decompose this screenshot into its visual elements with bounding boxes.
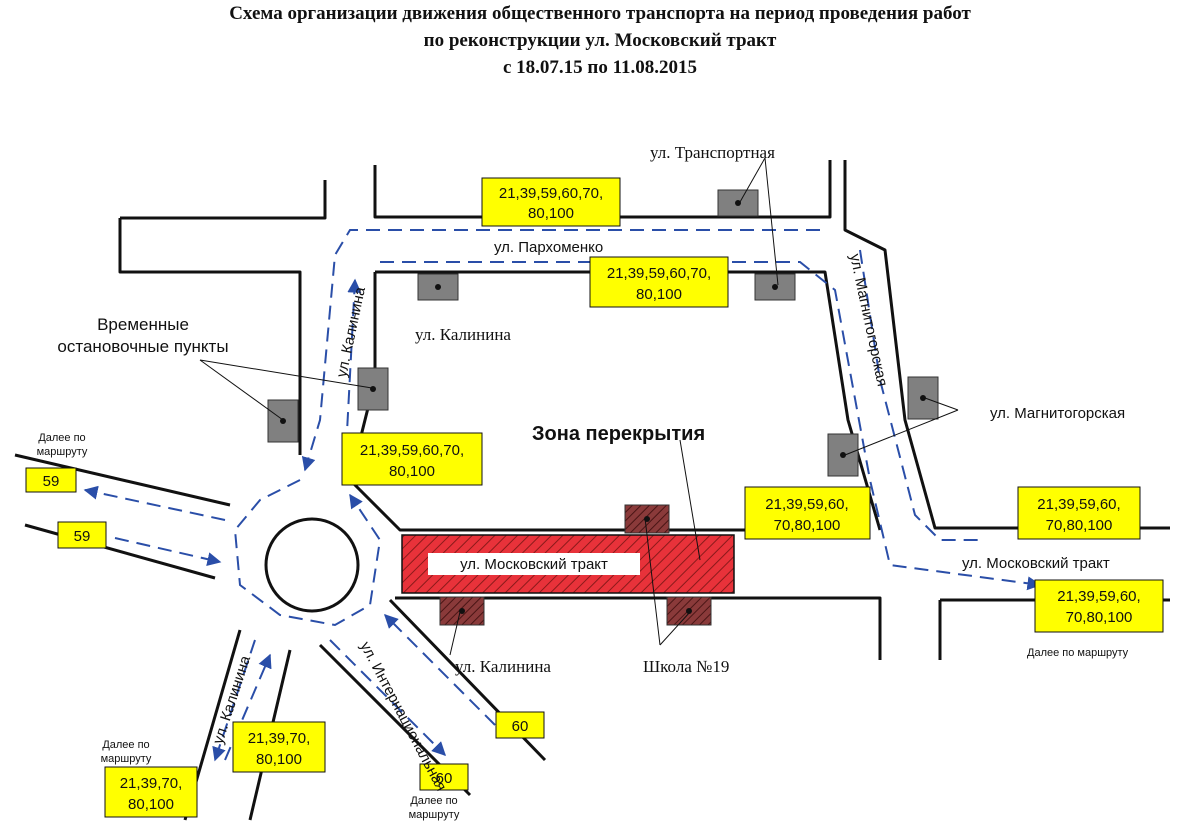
route-arrow-path: [114, 537, 222, 567]
page-title: Схема организации движения общественного…: [0, 0, 1200, 81]
bus-stop-closed[interactable]: [439, 596, 485, 626]
bus-stops: [267, 189, 939, 626]
bus-stop[interactable]: [827, 433, 859, 477]
further-route-west-2: маршруту: [37, 446, 88, 458]
route-box: 21,39,59,60, 70,80,100: [1034, 579, 1164, 633]
route-box: 59: [57, 521, 107, 549]
svg-text:60: 60: [436, 770, 453, 787]
svg-text:80,100: 80,100: [389, 463, 435, 480]
temporary-stops-label-1: Временные: [97, 315, 189, 334]
bus-stop[interactable]: [417, 273, 459, 301]
street-label-moskovsky-east: ул. Московский тракт: [962, 555, 1110, 572]
bus-stop[interactable]: [717, 189, 759, 217]
svg-text:70,80,100: 70,80,100: [774, 517, 841, 534]
route-box: 21,39,70, 80,100: [232, 721, 326, 773]
further-route-west-1: Далее по: [38, 432, 85, 444]
title-line-3: с 18.07.15 по 11.08.2015: [502, 57, 698, 78]
street-label-kalinina-bottom: ул. Калинина: [455, 657, 551, 676]
further-route-south-1: Далее по: [410, 795, 457, 807]
route-arrow-path: [301, 229, 820, 472]
route-box: 21,39,59,60,70, 80,100: [481, 177, 621, 227]
svg-text:60: 60: [512, 718, 529, 735]
route-box: 60: [495, 711, 545, 739]
street-label-transportnaya: ул. Транспортная: [650, 143, 775, 162]
bus-stop-closed[interactable]: [624, 504, 670, 534]
pointer-lines: [199, 157, 959, 656]
closed-street-label: ул. Московский тракт: [460, 556, 608, 573]
route-arrow-path: [329, 639, 446, 756]
road-edge: [348, 272, 755, 532]
title-line-1: Схема организации движения общественного…: [229, 3, 971, 24]
svg-text:70,80,100: 70,80,100: [1066, 609, 1133, 626]
road-edge: [24, 523, 216, 580]
road-edge: [843, 160, 1170, 530]
svg-text:21,39,59,60,70,: 21,39,59,60,70,: [360, 442, 464, 459]
route-box: 21,39,59,60, 70,80,100: [744, 486, 871, 540]
route-arrow-path: [224, 653, 272, 761]
route-box: 59: [25, 467, 77, 493]
bus-stop-closed[interactable]: [666, 596, 712, 626]
street-label-internatsionalnaya: ул. Интернациональная: [356, 639, 449, 794]
title-line-2: по реконструкции ул. Московский тракт: [423, 30, 777, 51]
route-box: 60: [419, 763, 469, 791]
svg-text:59: 59: [43, 473, 60, 490]
roundabout-island: [264, 517, 360, 613]
route-arrow-path: [233, 479, 382, 627]
route-box: 21,39,59,60, 70,80,100: [1017, 486, 1141, 540]
svg-text:21,39,59,60,: 21,39,59,60,: [1037, 496, 1120, 513]
svg-text:21,39,70,: 21,39,70,: [120, 775, 183, 792]
school-label: Школа №19: [643, 657, 729, 676]
further-route-sw-2: маршруту: [101, 753, 152, 765]
route-box: 21,39,59,60,70, 80,100: [589, 256, 729, 308]
svg-text:70,80,100: 70,80,100: [1046, 517, 1113, 534]
road-edge: [120, 180, 327, 220]
route-arrow-path: [384, 614, 496, 726]
roundabout: [264, 517, 360, 613]
svg-text:21,39,59,60,: 21,39,59,60,: [765, 496, 848, 513]
svg-text:21,39,59,60,: 21,39,59,60,: [1057, 588, 1140, 605]
svg-text:80,100: 80,100: [256, 751, 302, 768]
street-label-magnitogorskaya: ул. Магнитогорская: [990, 405, 1125, 422]
svg-text:21,39,70,: 21,39,70,: [248, 730, 311, 747]
bus-stop[interactable]: [907, 376, 939, 420]
road-edge: [395, 596, 882, 660]
further-route-east: Далее по маршруту: [1027, 647, 1129, 659]
bus-stop[interactable]: [357, 367, 389, 411]
route-box: 21,39,70, 80,100: [104, 766, 198, 818]
svg-text:80,100: 80,100: [636, 286, 682, 303]
route-arrow-path: [83, 485, 226, 521]
svg-text:21,39,59,60,70,: 21,39,59,60,70,: [607, 265, 711, 282]
route-arrow-path: [859, 249, 985, 541]
svg-text:80,100: 80,100: [528, 205, 574, 222]
street-label-magnitogorskaya-vertical: ул. Магнитогорская: [846, 252, 891, 388]
route-arrow-path: [380, 261, 1042, 591]
further-route-south-2: маршруту: [409, 809, 460, 821]
street-label-kalinina-top: ул. Калинина: [415, 325, 511, 344]
temporary-stops-label-2: остановочные пункты: [57, 337, 228, 356]
svg-text:59: 59: [74, 528, 91, 545]
closed-street-label-bg: [428, 553, 640, 575]
bus-stop[interactable]: [754, 273, 796, 301]
further-route-sw-1: Далее по: [102, 739, 149, 751]
svg-text:80,100: 80,100: [128, 796, 174, 813]
street-label-kalinina-vertical: ул. Калинина: [333, 285, 369, 379]
road-edge: [118, 218, 302, 455]
road-edge: [14, 453, 231, 507]
route-arrows: [83, 229, 1042, 762]
street-label-parkhomenko: ул. Пархоменко: [494, 239, 603, 256]
closure-zone-label: Зона перекрытия: [532, 423, 705, 445]
route-box: 21,39,59,60,70, 80,100: [341, 432, 483, 486]
svg-text:21,39,59,60,70,: 21,39,59,60,70,: [499, 185, 603, 202]
bus-stop[interactable]: [267, 399, 299, 443]
